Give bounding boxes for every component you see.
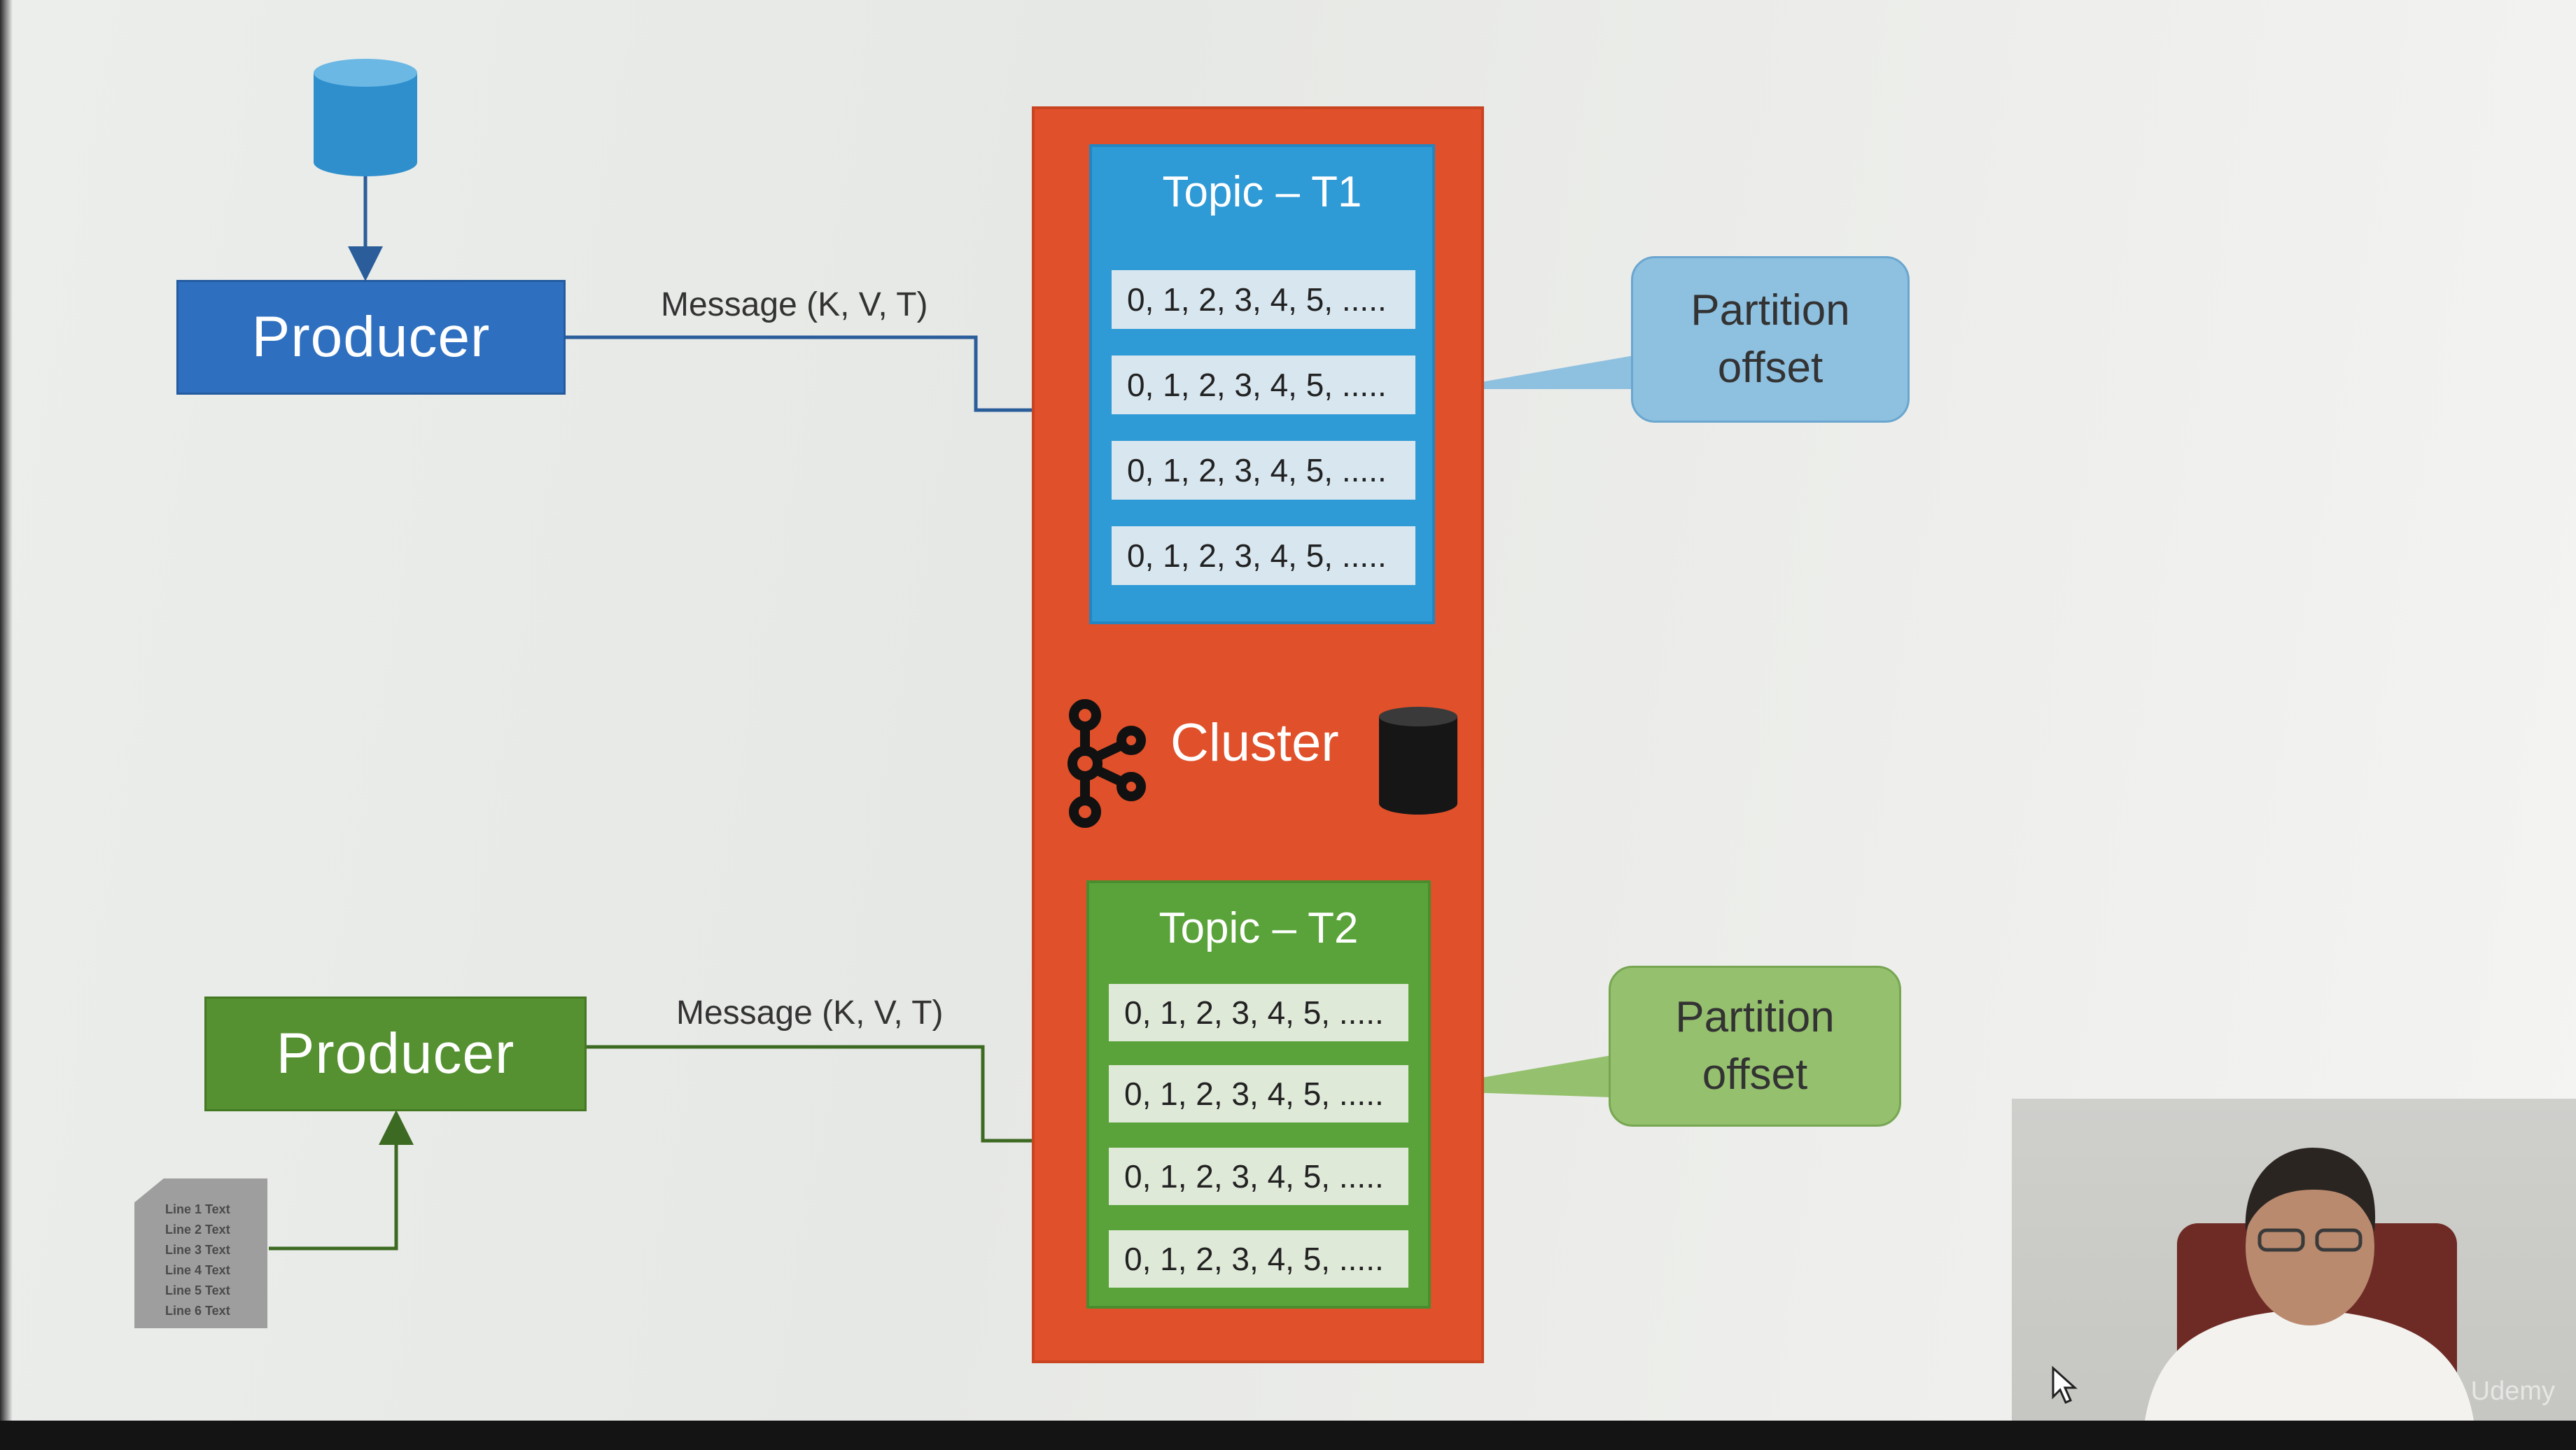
producer-bottom-connector [587,1045,1089,1158]
screen-bezel-left [0,0,13,1450]
doc-line: Line 4 Text [165,1263,230,1277]
database-icon [314,59,417,176]
producer-top-connector [566,335,1091,428]
doc-line: Line 5 Text [165,1283,230,1297]
topic-title: Topic – T1 [1162,168,1362,216]
udemy-watermark: Udemy [2470,1377,2555,1406]
callout-line: Partition [1675,993,1835,1041]
partition-row: 0, 1, 2, 3, 4, 5, ..... [1109,1065,1408,1122]
kafka-logo-icon [1068,699,1146,828]
callout-line: offset [1702,1050,1808,1099]
database-icon [1379,707,1457,815]
doc-line: Line 2 Text [165,1223,230,1237]
partition-offset-callout: Partition offset [1631,256,1910,423]
presenter-video[interactable]: Udemy [2012,1099,2576,1421]
cluster-label: Cluster [1170,713,1339,773]
partition-offset-callout: Partition offset [1609,966,1901,1127]
doc-line: Line 1 Text [165,1202,230,1216]
partition-row: 0, 1, 2, 3, 4, 5, ..... [1112,356,1415,414]
topic-t2: Topic – T2 0, 1, 2, 3, 4, 5, ..... 0, 1,… [1086,880,1431,1309]
document-icon: Line 1 Text Line 2 Text Line 3 Text Line… [134,1178,267,1328]
partition-row: 0, 1, 2, 3, 4, 5, ..... [1112,526,1415,585]
partition-row: 0, 1, 2, 3, 4, 5, ..... [1112,270,1415,329]
partition-row: 0, 1, 2, 3, 4, 5, ..... [1109,984,1408,1041]
partition-row: 0, 1, 2, 3, 4, 5, ..... [1109,1148,1408,1205]
callout-top-pointer [1441,356,1634,389]
doc-line: Line 3 Text [165,1243,230,1257]
doc-to-producer-arrow [269,1110,414,1251]
screen-bezel-bottom [0,1421,2576,1450]
doc-line: Line 6 Text [165,1304,230,1318]
message-label-top: Message (K, V, T) [661,286,928,323]
partition-row: 0, 1, 2, 3, 4, 5, ..... [1112,441,1415,500]
mouse-cursor-icon [2052,1366,2078,1404]
partition-row: 0, 1, 2, 3, 4, 5, ..... [1109,1230,1408,1288]
producer-bottom: Producer [204,997,587,1111]
callout-line: offset [1717,344,1823,392]
callout-line: Partition [1690,286,1850,335]
topic-t1: Topic – T1 0, 1, 2, 3, 4, 5, ..... 0, 1,… [1089,144,1435,624]
message-label-bottom: Message (K, V, T) [676,994,944,1032]
topic-title: Topic – T2 [1158,904,1359,952]
presenter-silhouette [2145,1148,2474,1421]
producer-top: Producer [176,280,566,395]
